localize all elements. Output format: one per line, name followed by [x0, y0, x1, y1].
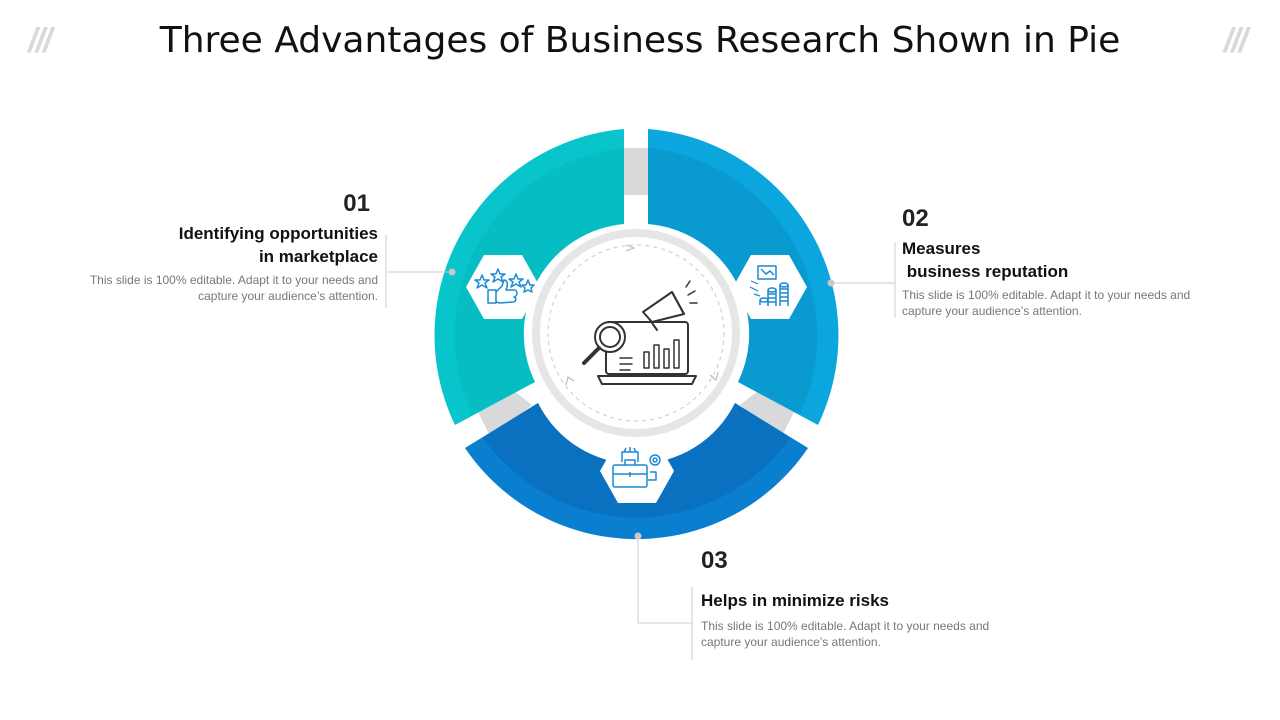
- item-02: 02 Measures business reputation This sli…: [902, 205, 1192, 319]
- connector-03: [634, 532, 693, 660]
- laptop-research-megaphone-icon: [582, 280, 698, 385]
- gap-top: [623, 148, 649, 195]
- item-02-number: 02: [902, 205, 929, 232]
- center-disc: [540, 237, 732, 429]
- hexagon-01: [466, 255, 540, 319]
- item-03-description: This slide is 100% editable. Adapt it to…: [701, 619, 990, 649]
- connector-01: [385, 235, 456, 308]
- arrow-left-icon: [565, 376, 575, 386]
- item-02-heading: Measures business reputation: [902, 239, 1069, 281]
- decor-slashes-left: ///: [28, 22, 52, 60]
- page-title: Three Advantages of Business Research Sh…: [159, 20, 1121, 61]
- item-01: 01 Identifying opportunities in marketpl…: [88, 190, 378, 304]
- item-03-heading: Helps in minimize risks: [701, 591, 890, 610]
- item-01-description: This slide is 100% editable. Adapt it to…: [89, 273, 378, 303]
- item-02-description: This slide is 100% editable. Adapt it to…: [902, 288, 1191, 318]
- briefcase-gear-icon: [612, 447, 661, 488]
- arrow-right-icon: [709, 371, 719, 382]
- item-03-number: 03: [701, 547, 728, 574]
- item-01-heading: Identifying opportunities in marketplace: [178, 224, 378, 266]
- decor-slashes-right: ///: [1223, 22, 1248, 60]
- item-03: 03 Helps in minimize risks This slide is…: [701, 547, 991, 650]
- center-dashed-ring: [547, 244, 725, 422]
- item-01-number: 01: [343, 190, 370, 217]
- connector-02: [827, 242, 896, 318]
- coins-growth-icon: [749, 265, 789, 306]
- thumbs-up-stars-icon: [474, 268, 535, 304]
- arrow-top-icon: [625, 244, 636, 252]
